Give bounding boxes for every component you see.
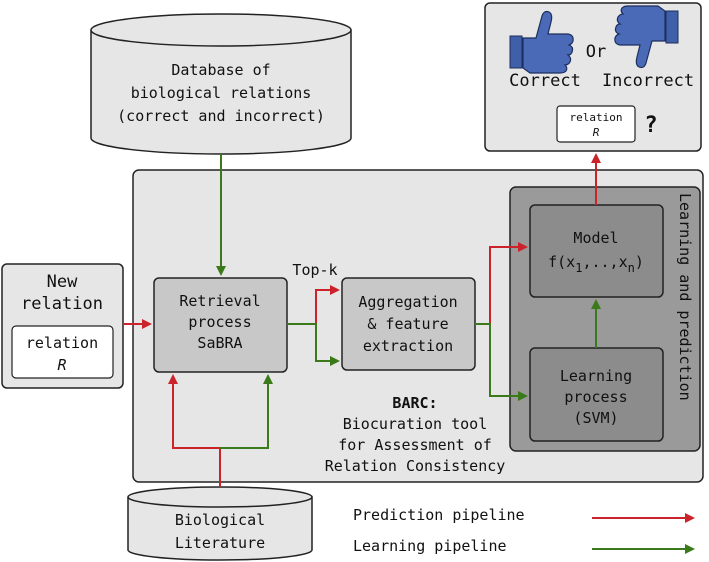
barc-title: BARC: <box>392 394 437 412</box>
output-relation-label: relation <box>570 111 623 124</box>
arrow-literature-retrieval-green <box>220 374 273 449</box>
incorrect-label: Incorrect <box>602 71 694 91</box>
model-formula-prefix: f(x <box>548 253 575 271</box>
learning-line2: process <box>564 388 627 406</box>
new-relation-line2: relation <box>21 294 103 314</box>
learning-line3: (SVM) <box>573 409 618 427</box>
aggregation-line2: & feature <box>367 315 448 333</box>
correct-label: Correct <box>509 71 581 91</box>
question-mark: ? <box>644 113 657 138</box>
literature-line2: Literature <box>175 534 265 552</box>
new-relation-line1: New <box>47 272 78 292</box>
new-relation-inner-box <box>11 325 114 379</box>
learning-line1: Learning <box>560 367 632 385</box>
retrieval-line1: Retrieval <box>179 292 260 310</box>
database-line2: biological relations <box>131 84 312 102</box>
output-relation-box <box>556 105 636 143</box>
model-box <box>529 204 664 298</box>
model-formula-sub1: 1 <box>575 261 582 275</box>
arrow-literature-retrieval-red <box>168 374 221 487</box>
model-formula-subn: n <box>628 261 635 275</box>
database-cylinder <box>90 13 352 155</box>
new-relation-inner-var: R <box>57 356 66 374</box>
legend-prediction-label: Prediction pipeline <box>353 506 525 524</box>
retrieval-line2: process <box>188 313 251 331</box>
aggregation-line1: Aggregation <box>358 293 457 311</box>
barc-line1: Biocuration tool <box>343 415 488 433</box>
model-formula-suffix: ) <box>635 253 644 271</box>
output-relation-var: R <box>593 126 600 139</box>
model-formula-mid: ,..,x <box>582 253 627 271</box>
arrow-aggregation-learning <box>475 323 528 401</box>
barc-line2: for Assessment of <box>338 436 492 454</box>
model-formula: f(x1,..,xn) <box>548 253 644 275</box>
aggregation-line3: extraction <box>363 337 453 355</box>
new-relation-inner-label: relation <box>26 334 98 352</box>
learning-prediction-label: Learning and prediction <box>676 193 694 401</box>
database-line1: Database of <box>171 61 270 79</box>
retrieval-line3: SaBRA <box>197 334 242 352</box>
thumbs-down-icon <box>614 5 679 69</box>
legend-learning-label: Learning pipeline <box>353 537 507 555</box>
model-line1: Model <box>573 229 618 247</box>
barc-line3: Relation Consistency <box>325 457 506 475</box>
database-line3: (correct and incorrect) <box>117 107 325 125</box>
arrow-retrieval-aggregation-green <box>287 323 340 366</box>
thumbs-up-icon <box>509 10 574 74</box>
literature-line1: Biological <box>175 511 265 529</box>
literature-cylinder <box>127 486 313 561</box>
topk-label: Top-k <box>292 261 337 279</box>
or-label: Or <box>586 42 606 62</box>
